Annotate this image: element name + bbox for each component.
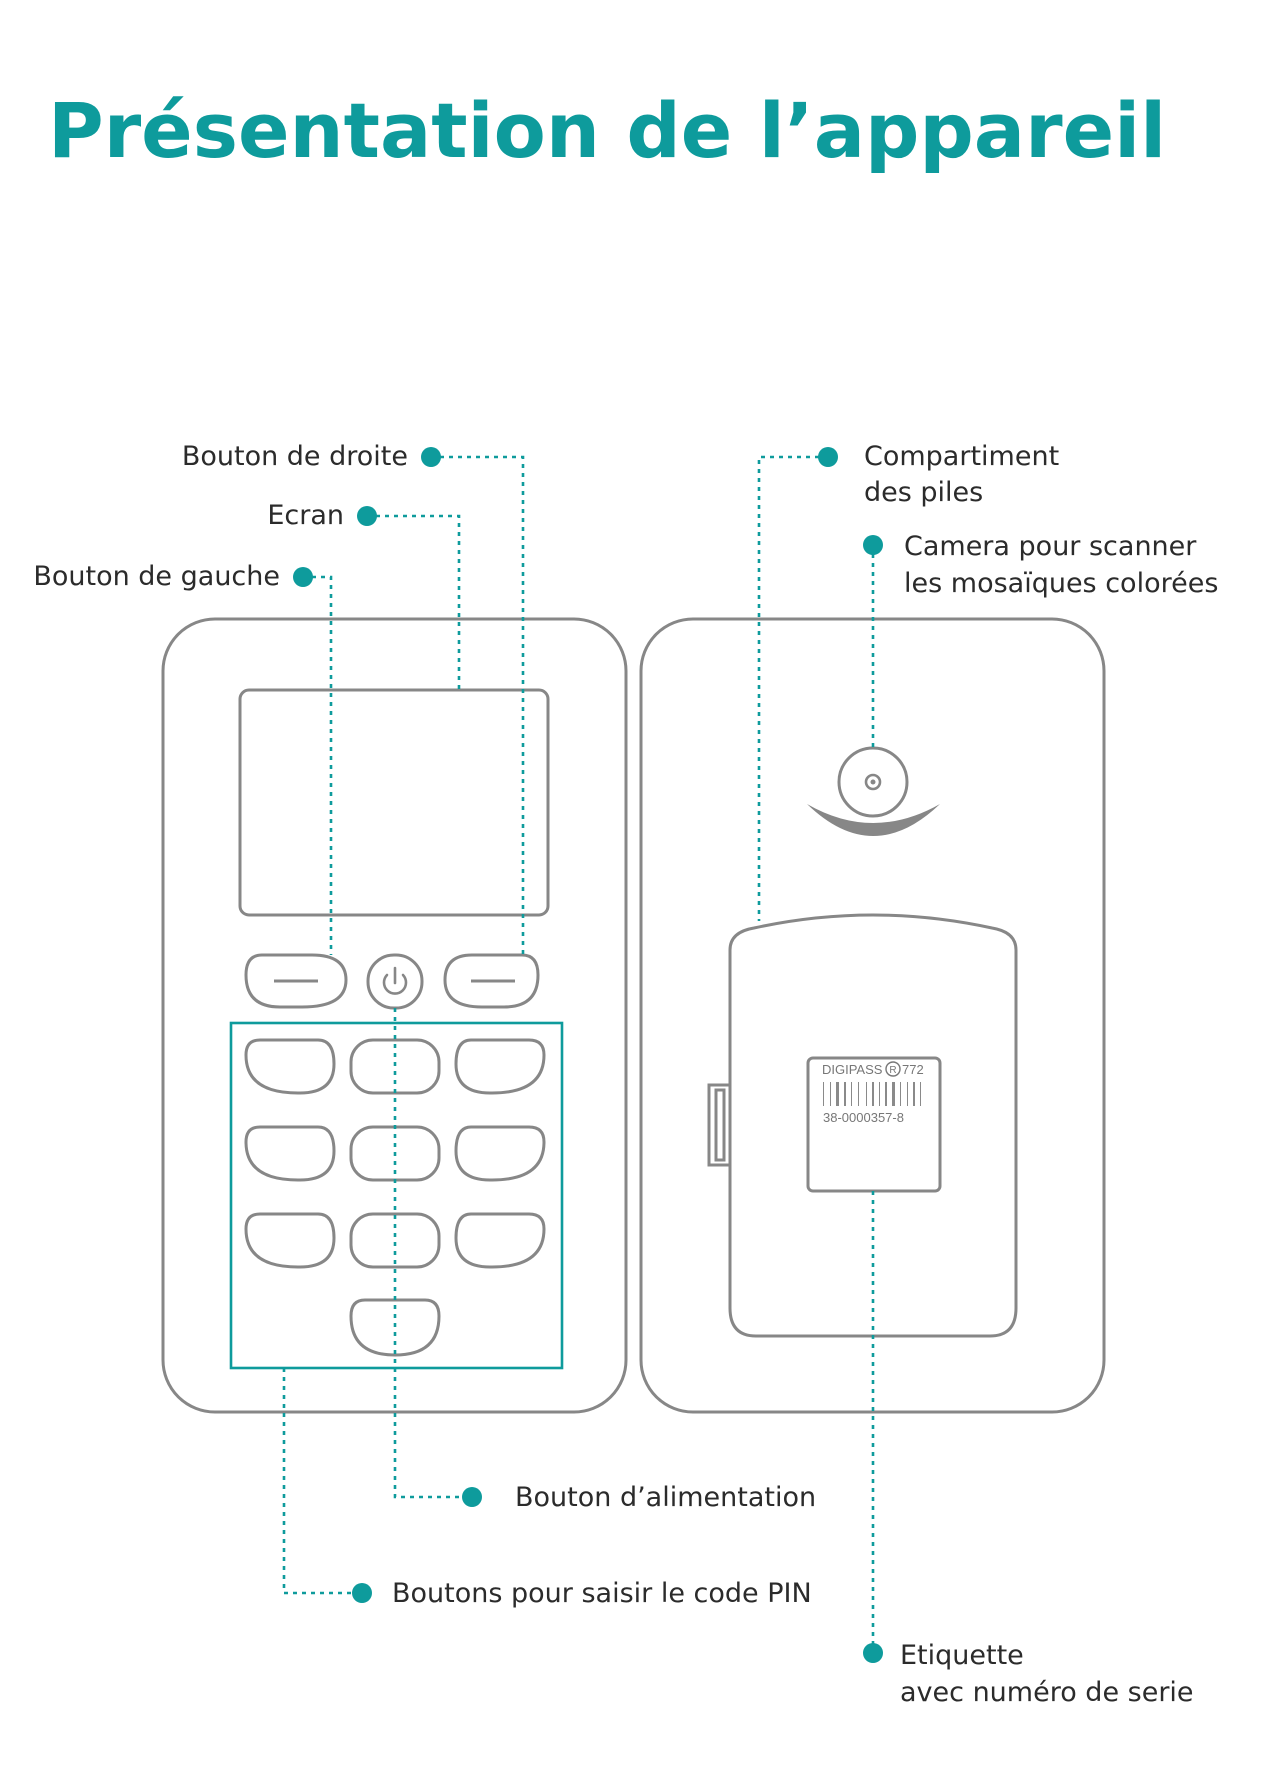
pin-key [349,1298,441,1357]
label-screen: Ecran [267,500,344,531]
label-right-button: Bouton de droite [182,441,408,472]
device-front [161,617,628,1414]
barcode-bar [851,1082,852,1106]
label-pin-buttons: Boutons pour saisir le code PIN [392,1578,812,1609]
battery-latch-inner [714,1088,726,1162]
label-left-button: Bouton de gauche [33,561,280,592]
screen [238,688,550,917]
pin-key [454,1212,546,1269]
pin-key [244,1212,336,1269]
barcode-bar [892,1082,895,1106]
left-button [244,953,348,1009]
barcode-bar [844,1082,846,1106]
barcode-bar [885,1082,887,1106]
pin-key [454,1038,546,1095]
camera-lens-icon [837,746,909,818]
label-camera-line2: les mosaïques colorées [904,568,1218,599]
label-serial-line1: Etiquette [900,1640,1024,1671]
barcode-bar [872,1082,874,1106]
right-button [443,953,540,1009]
serial-barcode [823,1082,921,1106]
label-power-button: Bouton d’alimentation [515,1482,816,1513]
barcode-bar [858,1082,859,1106]
serial-label-brand: DIGIPASS [822,1062,883,1077]
page-title: Présentation de l’appareil [48,86,1166,175]
pin-key [349,1212,441,1269]
barcode-bar [836,1082,839,1106]
power-icon [382,966,408,995]
battery-compartment [728,913,1018,1338]
barcode-bar [913,1082,915,1106]
barcode-bar [823,1082,824,1106]
serial-label-model: 772 [902,1062,924,1077]
label-camera-line1: Camera pour scanner [904,531,1197,562]
label-battery-line1: Compartiment [864,441,1059,472]
pin-key [244,1125,336,1182]
battery-latch [707,1083,732,1167]
barcode-bar [879,1082,880,1106]
pin-key [244,1038,336,1095]
barcode-bar [907,1082,908,1106]
label-battery-line2: des piles [864,477,983,508]
barcode-bar [866,1082,867,1106]
barcode-bar [920,1082,921,1106]
barcode-bar [830,1082,831,1106]
barcode-bar [900,1082,901,1106]
callout-labels: Bouton de droite Ecran Bouton de gauche … [33,441,1218,1708]
serial-label: DIGIPASS R 772 38-0000357-8 [806,1056,942,1193]
pin-key [454,1125,546,1182]
serial-number: 38-0000357-8 [823,1110,904,1125]
pin-keypad-frame [229,1021,564,1370]
pin-keypad [244,1038,546,1357]
front-body-outline [161,617,628,1414]
label-serial-line2: avec numéro de serie [900,1677,1194,1708]
leader-lines [282,447,883,1663]
registered-mark: R [889,1065,896,1076]
camera-shade [807,804,940,836]
